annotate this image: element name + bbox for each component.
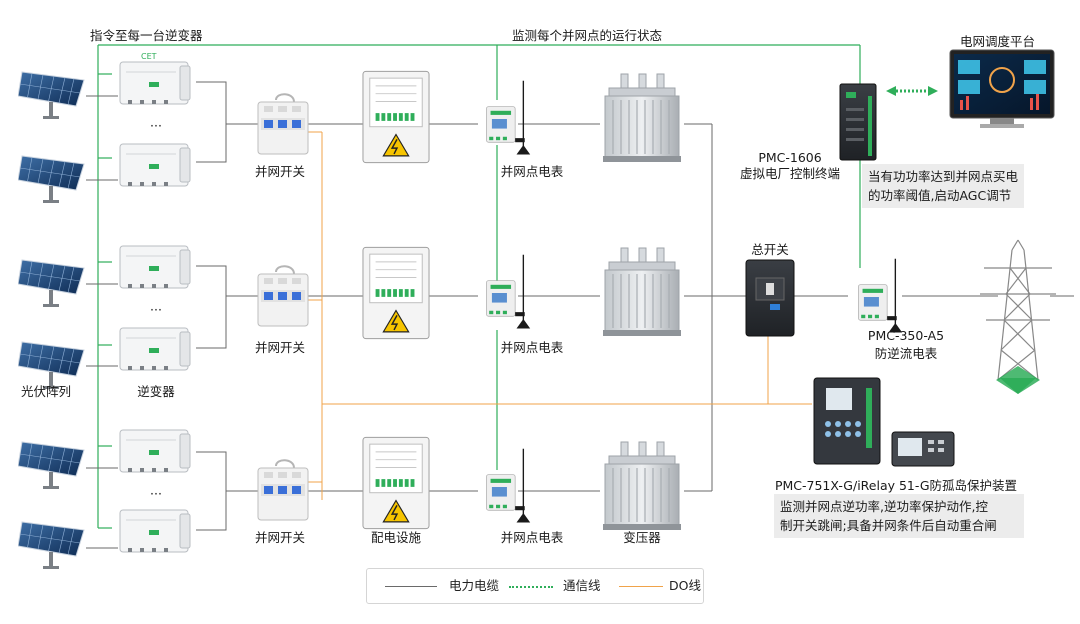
transmission-tower <box>980 239 1074 381</box>
legend: 电力电缆 通信线 DO线 <box>366 568 704 604</box>
legend-power-label: 电力电缆 <box>449 578 500 593</box>
protection-relay <box>813 377 881 465</box>
grid-switch-label-3: 并网开关 <box>254 530 306 545</box>
pv-panel-6 <box>18 521 85 570</box>
inverter-6 <box>119 509 191 553</box>
legend-comm-swatch <box>509 586 553 588</box>
anti-meter-name: 防逆流电表 <box>874 346 938 361</box>
pv-panel-5 <box>18 441 85 490</box>
comm-double-arrow <box>886 86 938 96</box>
legend-power-swatch <box>385 586 437 587</box>
do-lines <box>304 131 812 500</box>
inverter-3 <box>119 245 191 289</box>
monitor-label: 监测每个并网点的运行状态 <box>512 28 663 43</box>
pv-panel-1 <box>18 71 85 120</box>
controller-model: PMC-1606 <box>758 150 822 165</box>
power-lines <box>86 81 998 549</box>
ellipsis-2: ··· <box>150 302 162 317</box>
legend-comm-label: 通信线 <box>563 578 601 593</box>
protection-display <box>891 431 955 467</box>
grid-switch-label-1: 并网开关 <box>254 164 306 179</box>
distribution-cabinet-1 <box>362 70 430 164</box>
transformer-label: 变压器 <box>623 530 661 545</box>
pv-panel-2 <box>18 155 85 204</box>
main-switch-label: 总开关 <box>751 242 789 257</box>
pv-panel-3 <box>18 259 85 308</box>
anti-reverse-meter <box>857 257 904 334</box>
controller-name: 虚拟电厂控制终端 <box>739 166 841 181</box>
pv-array-label: 光伏阵列 <box>20 384 72 399</box>
transformer-2 <box>602 247 682 337</box>
legend-do-swatch <box>619 586 663 587</box>
inverter-1 <box>119 61 191 105</box>
inverter-5 <box>119 429 191 473</box>
inverter-4 <box>119 327 191 371</box>
ellipsis-1: ··· <box>150 118 162 133</box>
grid-switch-3 <box>257 459 309 521</box>
ellipsis-3: ··· <box>150 486 162 501</box>
communication-lines <box>97 44 861 529</box>
grid-switch-2 <box>257 265 309 327</box>
grid-switch-1 <box>257 93 309 155</box>
protection-title: PMC-751X-G/iRelay 51-G防孤岛保护装置 <box>774 478 1018 493</box>
command-label: 指令至每一台逆变器 <box>90 28 203 43</box>
transformer-1 <box>602 73 682 163</box>
pv-panel-4 <box>18 341 85 390</box>
grid-meter-label-2: 并网点电表 <box>500 340 564 355</box>
distribution-cabinet-2 <box>362 246 430 340</box>
grid-meter-label-3: 并网点电表 <box>500 530 564 545</box>
main-switch <box>745 259 795 337</box>
protection-note: 监测并网点逆功率,逆功率保护动作,控 制开关跳闸;具备并网条件后自动重合闸 <box>774 494 1024 538</box>
distribution-cabinet-3 <box>362 436 430 530</box>
inverter-brand: CET <box>141 52 157 61</box>
grid-meter-1 <box>485 79 532 156</box>
grid-switch-label-2: 并网开关 <box>254 340 306 355</box>
pmc-1606-controller <box>839 83 877 161</box>
transformer-3 <box>602 441 682 531</box>
legend-do-label: DO线 <box>669 578 701 593</box>
inverter-label: 逆变器 <box>137 384 175 399</box>
inverter-2 <box>119 143 191 187</box>
dispatch-monitor <box>949 49 1055 128</box>
grid-meter-2 <box>485 253 532 330</box>
grid-meter-label-1: 并网点电表 <box>500 164 564 179</box>
controller-note: 当有功功率达到并网点买电 的功率阈值,启动AGC调节 <box>862 164 1025 208</box>
anti-meter-model: PMC-350-A5 <box>867 328 945 343</box>
grid-meter-3 <box>485 447 532 524</box>
distribution-label: 配电设施 <box>370 530 422 545</box>
dispatch-platform-label: 电网调度平台 <box>960 34 1036 49</box>
